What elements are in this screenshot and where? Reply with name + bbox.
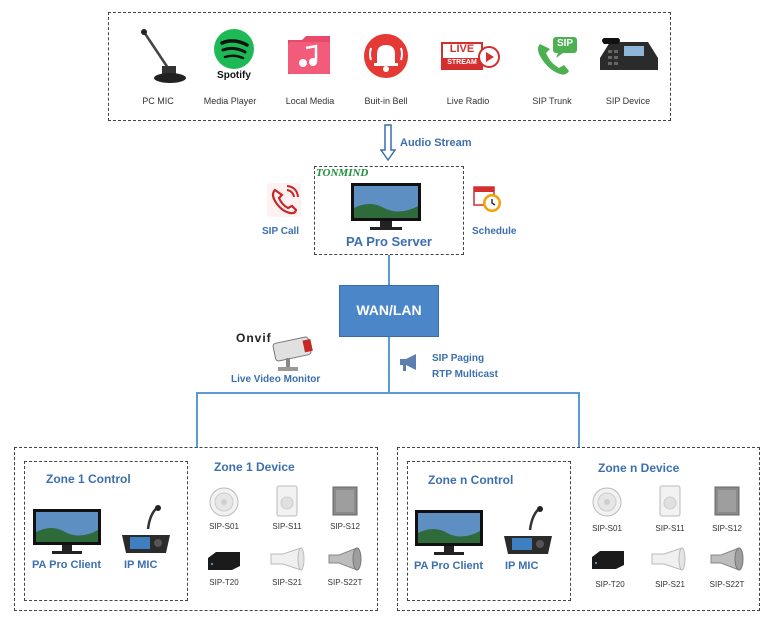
security-camera-icon (268, 334, 314, 374)
bus-drop-zone-n (578, 392, 580, 448)
pa-pro-server-box (314, 166, 464, 255)
source-label-live-radio: Live Radio (446, 96, 490, 106)
zone-n-wall-speaker-icon (658, 485, 682, 517)
zone-1-control-title: Zone 1 Control (46, 472, 131, 486)
zone-1-mic-label: IP MIC (124, 559, 158, 571)
zone-1-control-box (24, 461, 188, 601)
stream-logo-text: STREAM (447, 59, 477, 66)
zone-1-box (14, 447, 378, 611)
zone-n-box-speaker-icon (714, 486, 740, 516)
source-label-pc-mic: PC MIC (142, 96, 174, 106)
zone-1-device-label-4: SIP-T20 (209, 578, 239, 587)
zone-1-horn-speaker-talkback-icon (327, 546, 363, 572)
live-video-monitor-label: Live Video Monitor (231, 374, 321, 385)
spotify-icon (210, 28, 258, 76)
wan-lan-label: WAN/LAN (356, 302, 422, 318)
zone-1-ip-mic-icon (118, 505, 174, 557)
sip-phone-icon: SIP (532, 34, 580, 80)
zone-n-control-box (407, 461, 571, 601)
network-bus-line (196, 392, 580, 394)
live-logo-text: LIVE (449, 43, 475, 55)
zone-1-client-monitor-icon (32, 508, 102, 556)
zone-1-device-label-3: SIP-S12 (330, 522, 360, 531)
server-network-connector (388, 255, 390, 285)
zone-n-device-label-1: SIP-S01 (592, 524, 622, 533)
zone-n-control-title: Zone n Control (428, 473, 514, 487)
zone-n-horn-speaker-icon (650, 546, 686, 572)
schedule-label: Schedule (472, 226, 517, 237)
network-bus-connector (388, 337, 390, 393)
zone-n-box (397, 447, 760, 611)
pa-pro-server-label: PA Pro Server (346, 234, 432, 249)
zone-1-device-label-6: SIP-S22T (327, 578, 363, 587)
zone-n-device-title: Zone n Device (598, 461, 680, 475)
zone-n-device-label-4: SIP-T20 (595, 580, 625, 589)
down-arrow-icon (380, 124, 396, 162)
zone-n-device-label-3: SIP-S12 (712, 524, 742, 533)
tonmind-logo: TONMIND (316, 167, 369, 179)
phone-call-icon (266, 182, 302, 218)
zone-1-device-label-1: SIP-S01 (209, 522, 239, 531)
zone-n-device-label-6: SIP-S22T (709, 580, 745, 589)
zone-n-horn-speaker-talkback-icon (709, 546, 745, 572)
onvif-logo: Onvif (236, 331, 272, 345)
spotify-logo-text: Spotify (217, 70, 251, 81)
zone-n-device-label-5: SIP-S21 (655, 580, 685, 589)
zone-n-ip-mic-icon (500, 506, 556, 558)
zone-n-ceiling-speaker-icon (591, 487, 623, 517)
zone-1-terminal-icon (206, 550, 242, 572)
calendar-clock-icon (472, 183, 504, 215)
source-label-local-media: Local Media (285, 96, 335, 106)
zone-n-terminal-icon (590, 549, 626, 571)
megaphone-icon (398, 352, 422, 372)
source-label-sip-device: SIP Device (605, 96, 651, 106)
sip-logo-text: SIP (556, 38, 574, 49)
monitor-icon (350, 182, 422, 232)
sip-call-label: SIP Call (262, 226, 300, 237)
zone-1-device-label-5: SIP-S21 (272, 578, 302, 587)
alarm-bell-icon (362, 32, 410, 80)
zone-1-device-label-2: SIP-S11 (272, 522, 302, 531)
sip-paging-label: SIP Paging (432, 353, 485, 364)
zone-1-horn-speaker-icon (269, 546, 305, 572)
zone-n-client-label: PA Pro Client (414, 560, 484, 572)
source-label-built-in-bell: Buit-in Bell (364, 96, 408, 106)
source-label-sip-trunk: SIP Trunk (532, 96, 572, 106)
live-stream-icon: LIVE STREAM (441, 42, 501, 72)
zone-1-ceiling-speaker-icon (208, 487, 240, 517)
desk-microphone-icon (140, 28, 188, 86)
zone-n-mic-label: IP MIC (505, 560, 539, 572)
zone-1-wall-speaker-icon (275, 485, 299, 517)
music-folder-icon (286, 34, 332, 76)
audio-sources-group (108, 12, 671, 121)
zone-1-box-speaker-icon (332, 486, 358, 516)
zone-1-client-label: PA Pro Client (32, 559, 102, 571)
source-label-media-player: Media Player (203, 96, 257, 106)
bus-drop-zone-1 (196, 392, 198, 448)
audio-stream-label: Audio Stream (400, 137, 472, 149)
wan-lan-box (339, 285, 439, 337)
zone-n-device-label-2: SIP-S11 (655, 524, 685, 533)
zone-1-device-title: Zone 1 Device (214, 460, 295, 474)
rtp-multicast-label: RTP Multicast (432, 369, 498, 380)
desk-phone-icon (598, 38, 660, 74)
zone-n-client-monitor-icon (414, 509, 484, 557)
